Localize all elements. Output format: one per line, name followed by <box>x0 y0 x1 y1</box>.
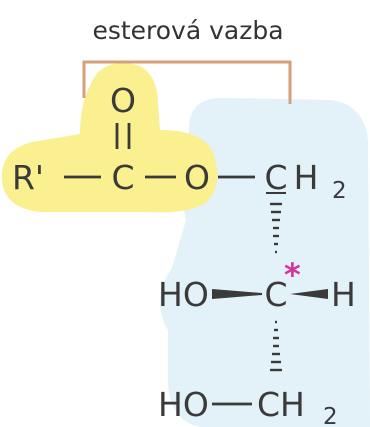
wedge-bond-h <box>290 289 328 299</box>
atom-ho-middle: HO <box>158 275 209 314</box>
subscript-2-bottom: 2 <box>323 404 338 427</box>
chiral-center-mark: * <box>284 256 301 294</box>
atom-ho-bottom: HO <box>158 385 209 424</box>
atom-hydrogen-ch2-top: H <box>294 158 319 197</box>
ester-bond-caption: esterová vazba <box>92 16 283 45</box>
atom-carbon-ch2-top: C <box>264 158 287 197</box>
ester-highlight <box>1 63 218 213</box>
atom-r-prime: R' <box>12 158 44 197</box>
hashed-bond-lower <box>270 320 282 372</box>
atom-oxygen-ester: O <box>184 158 210 197</box>
atom-ch-bottom: CH <box>257 385 305 424</box>
atom-carbon-ester: C <box>111 158 134 197</box>
hashed-bond-upper <box>270 202 282 254</box>
ester-bond-bracket <box>82 60 292 104</box>
wedge-bond-ho <box>212 289 262 299</box>
subscript-2-top: 2 <box>332 178 347 204</box>
atom-carbon-center: C <box>264 275 287 314</box>
atom-hydrogen-right: H <box>331 275 356 314</box>
atom-oxygen-carbonyl: O <box>110 81 136 120</box>
